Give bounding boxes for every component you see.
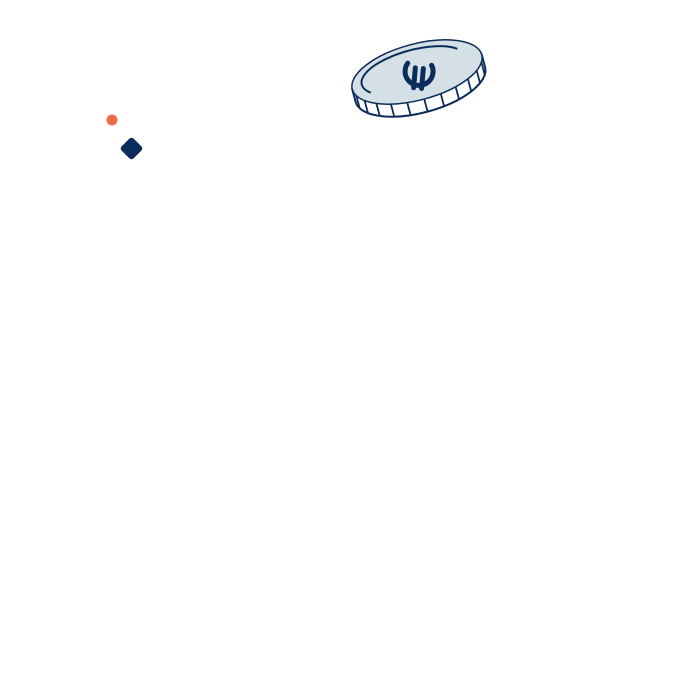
coin-edge-tick <box>480 62 486 76</box>
coin-edge-tick <box>439 93 445 107</box>
diamond-icon <box>120 137 143 160</box>
coin-edge-tick <box>375 103 381 117</box>
coin-edge-tick <box>423 98 429 112</box>
coin-edge-tick <box>390 103 396 117</box>
coin-edge-tick <box>475 70 481 84</box>
coin-edge-tick <box>406 102 412 116</box>
euro-coin-icon <box>351 39 487 118</box>
coin-edge-tick <box>363 100 369 114</box>
coin-edge-tick <box>355 95 361 109</box>
coin-edge-tick <box>454 86 460 100</box>
dot-icon <box>106 114 118 126</box>
coin-edge-tick <box>467 78 473 92</box>
